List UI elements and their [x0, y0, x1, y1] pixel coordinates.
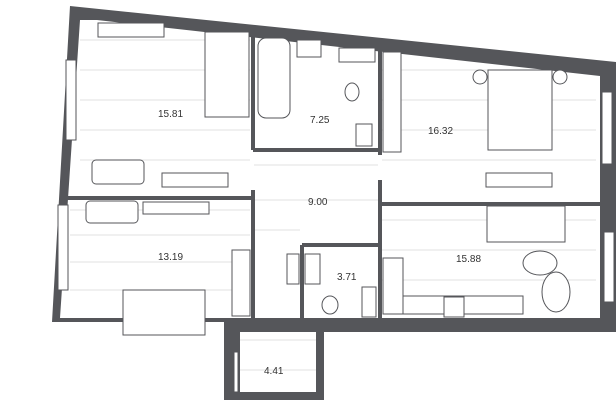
window	[65, 59, 77, 141]
room-labels: 15.81 7.25 16.32 9.00 13.19 3.71 15.88 4…	[158, 109, 481, 377]
window	[233, 351, 239, 393]
interior-walls	[60, 32, 600, 320]
double-bed	[487, 69, 553, 151]
room-area-master-bedroom: 16.32	[428, 126, 453, 137]
toilet	[344, 82, 360, 102]
tv-stand	[485, 172, 553, 188]
sofa	[486, 205, 566, 243]
kitchen-counter	[382, 257, 404, 315]
window	[601, 91, 613, 165]
dining-table	[541, 271, 571, 313]
radiator	[97, 22, 165, 38]
coffee-table	[522, 250, 558, 276]
window	[57, 204, 69, 291]
room-area-balcony: 4.41	[264, 366, 284, 377]
bathtub	[257, 37, 291, 119]
bed	[204, 31, 250, 118]
room-area-bathroom: 7.25	[310, 115, 330, 126]
nightstand	[552, 69, 568, 85]
shower	[338, 47, 376, 63]
wardrobe	[382, 51, 402, 153]
desk	[85, 200, 139, 224]
desk	[91, 159, 145, 185]
outer-walls	[52, 6, 616, 400]
wardrobe	[231, 249, 251, 317]
toilet	[321, 295, 339, 315]
furniture	[85, 22, 571, 336]
bed	[122, 289, 206, 336]
window	[603, 231, 615, 303]
room-area-bedroom-2: 13.19	[158, 252, 183, 263]
sink	[296, 39, 322, 58]
tv-stand	[142, 201, 210, 215]
nightstand	[472, 69, 488, 85]
shower	[361, 286, 377, 318]
sink	[304, 253, 321, 285]
shoe-cabinet	[286, 253, 300, 285]
tv-stand	[161, 172, 229, 188]
room-area-kitchen-living: 15.88	[456, 254, 481, 265]
room-area-wc: 3.71	[337, 272, 357, 283]
washing-machine	[355, 123, 373, 147]
room-area-hallway: 9.00	[308, 197, 328, 208]
stove	[443, 296, 465, 318]
room-area-bedroom-1: 15.81	[158, 109, 183, 120]
